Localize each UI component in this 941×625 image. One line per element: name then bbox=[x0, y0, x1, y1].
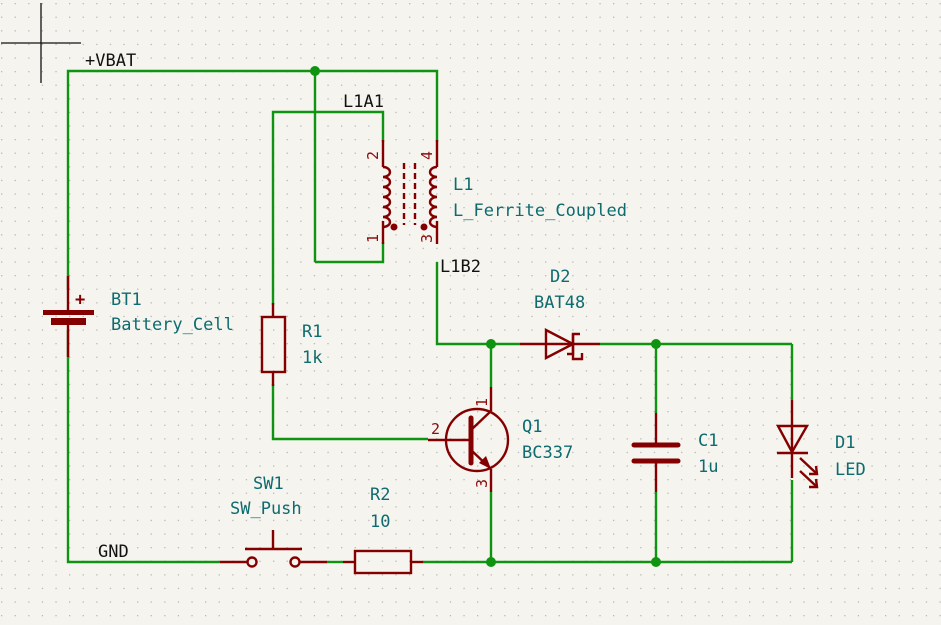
d1-value: LED bbox=[835, 460, 866, 480]
wire-r1-to-q1-base[interactable] bbox=[271, 384, 428, 441]
resistor-r1[interactable]: R1 1k bbox=[260, 303, 322, 386]
junction-dot bbox=[651, 339, 661, 349]
l1-pin-2: 2 bbox=[364, 151, 382, 160]
transistor-q1[interactable]: 1 2 3 Q1 BC337 bbox=[428, 387, 573, 492]
l1-ref: L1 bbox=[453, 175, 473, 195]
capacitor-c1[interactable]: C1 1u bbox=[631, 413, 718, 492]
inductor-l1[interactable]: 1 2 3 4 L1 L_Ferrite_Coupled bbox=[364, 140, 627, 244]
net-label-l1a1[interactable]: L1A1 bbox=[343, 92, 384, 112]
grid-dots bbox=[1, 3, 941, 617]
cursor-crosshair-icon bbox=[1, 3, 81, 83]
d2-value: BAT48 bbox=[534, 293, 585, 313]
battery-bt1[interactable]: + BT1 Battery_Cell bbox=[43, 276, 234, 357]
q1-ref: Q1 bbox=[522, 417, 542, 437]
sw1-value: SW_Push bbox=[230, 499, 302, 519]
q1-value: BC337 bbox=[522, 443, 573, 463]
switch-sw1[interactable]: SW1 SW_Push bbox=[220, 474, 327, 568]
polarity-dot bbox=[390, 223, 398, 231]
r1-value: 1k bbox=[302, 348, 322, 368]
led-d1[interactable]: D1 LED bbox=[775, 400, 866, 489]
junction-dot bbox=[310, 66, 320, 76]
l1-pin-1: 1 bbox=[364, 234, 382, 243]
diode-d2[interactable]: D2 BAT48 bbox=[520, 267, 600, 361]
junctions bbox=[310, 66, 661, 567]
light-emission-arrows-icon bbox=[799, 457, 819, 489]
r2-value: 10 bbox=[370, 512, 390, 532]
c1-ref: C1 bbox=[698, 431, 718, 451]
r2-ref: R2 bbox=[370, 485, 390, 505]
junction-dot bbox=[651, 557, 661, 567]
polarity-dot bbox=[420, 223, 428, 231]
battery-plus-sign: + bbox=[75, 290, 85, 310]
wires bbox=[66, 69, 794, 564]
d2-ref: D2 bbox=[550, 267, 570, 287]
junction-dot bbox=[486, 339, 496, 349]
wire-vbat-top[interactable] bbox=[66, 69, 439, 290]
l1-pin-3: 3 bbox=[418, 234, 436, 243]
l1-value: L_Ferrite_Coupled bbox=[453, 201, 627, 221]
bt1-ref: BT1 bbox=[111, 290, 142, 310]
bt1-value: Battery_Cell bbox=[111, 315, 234, 335]
wire-l1-pin1[interactable] bbox=[315, 242, 385, 264]
resistor-r2[interactable]: R2 10 bbox=[343, 485, 423, 575]
q1-pin-3: 3 bbox=[473, 479, 491, 488]
wire-l1-pin2-to-r1[interactable] bbox=[271, 110, 385, 305]
c1-value: 1u bbox=[698, 457, 718, 477]
junction-dot bbox=[486, 557, 496, 567]
wire-gnd[interactable] bbox=[66, 330, 220, 564]
q1-pin-1: 1 bbox=[473, 398, 491, 407]
sw1-ref: SW1 bbox=[253, 474, 284, 494]
r1-ref: R1 bbox=[302, 322, 322, 342]
net-label-gnd[interactable]: GND bbox=[98, 542, 129, 562]
net-label-l1b2[interactable]: L1B2 bbox=[440, 257, 481, 277]
q1-pin-2: 2 bbox=[431, 420, 440, 438]
l1-pin-4: 4 bbox=[418, 151, 436, 160]
net-label-vbat[interactable]: +VBAT bbox=[85, 51, 136, 71]
d1-ref: D1 bbox=[835, 433, 855, 453]
